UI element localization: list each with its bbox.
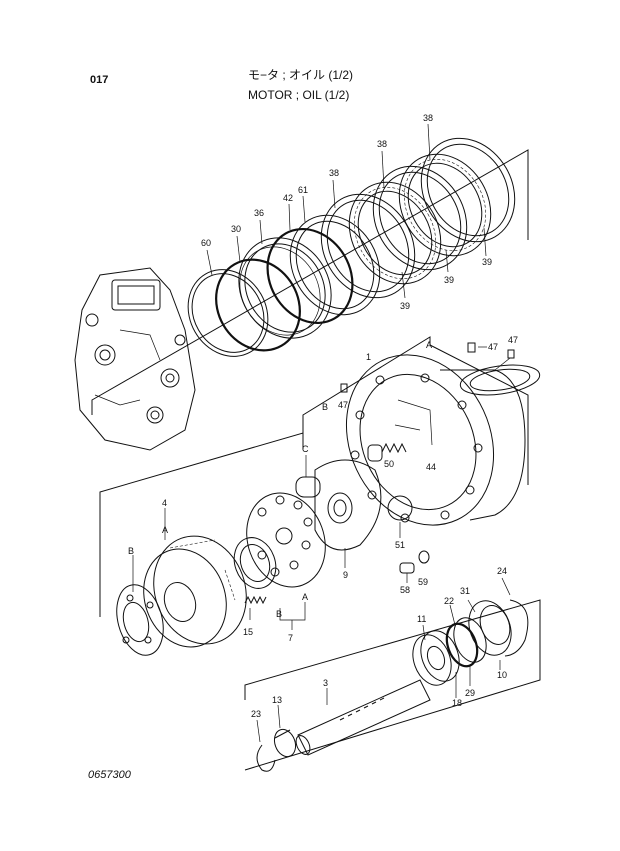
callout-c4: 4 — [162, 498, 167, 508]
callout-c44: 44 — [426, 462, 436, 472]
title-japanese: モ−タ ; オイル (1/2) — [248, 68, 354, 82]
callout-c18: 18 — [452, 698, 462, 708]
callout-c13: 13 — [272, 695, 282, 705]
spring-50 — [367, 442, 407, 462]
title-english: MOTOR ; OIL (1/2) — [248, 88, 350, 102]
callout-c36: 36 — [254, 208, 264, 218]
callout-cA2: A — [162, 525, 168, 535]
retainer-plate — [116, 584, 164, 656]
callout-c3: 3 — [323, 678, 328, 688]
callout-c1: 1 — [366, 352, 371, 362]
callout-c39a: 39 — [400, 301, 410, 311]
ring-42 — [266, 227, 354, 325]
callout-c15: 15 — [243, 627, 253, 637]
collar-13 — [273, 704, 297, 758]
bearing-11 — [412, 624, 460, 686]
callout-c7: 7 — [288, 633, 293, 643]
callout-cB3: B — [276, 609, 282, 619]
callout-c23: 23 — [251, 709, 261, 719]
callout-c60: 60 — [201, 238, 211, 248]
washer-ring — [233, 537, 277, 589]
callout-c42: 42 — [283, 193, 293, 203]
pins-47 — [340, 342, 515, 393]
callout-c29: 29 — [465, 688, 475, 698]
callout-c47b: 47 — [508, 335, 518, 345]
callout-c61: 61 — [298, 185, 308, 195]
shaft-3 — [295, 679, 431, 756]
ring-30 — [215, 258, 301, 352]
callout-c10: 10 — [497, 670, 507, 680]
snap-ring-23 — [256, 719, 276, 772]
callout-c51: 51 — [395, 540, 405, 550]
bracket-7 — [132, 508, 306, 630]
motor-housing — [74, 267, 196, 451]
ring-61 — [289, 214, 381, 316]
callout-c50: 50 — [384, 459, 394, 469]
plate-38-b — [372, 165, 468, 271]
callout-c22: 22 — [444, 596, 454, 606]
ring-leaders — [206, 123, 487, 299]
shaft-group-frame — [244, 599, 541, 771]
ring-group-frame — [91, 149, 529, 415]
cylinder-block-4 — [143, 535, 247, 648]
swash-plate-7 — [246, 492, 326, 588]
callout-cC1: C — [302, 444, 309, 454]
callout-c24: 24 — [497, 566, 507, 576]
callout-cA3: A — [302, 592, 308, 602]
callout-cB2: B — [128, 546, 134, 556]
callout-c39b: 39 — [444, 275, 454, 285]
plate-38-c — [420, 137, 516, 243]
middle-group-frame — [302, 336, 529, 485]
ring-60 — [187, 269, 269, 357]
callout-c38b: 38 — [377, 139, 387, 149]
disc-39-b — [398, 153, 492, 257]
spring-15 — [244, 595, 267, 620]
callout-c38c: 38 — [329, 168, 339, 178]
lower-group-frame — [99, 432, 304, 617]
oil-seal-31-10 — [467, 577, 529, 670]
valve-plate-9 — [314, 459, 382, 568]
figure-number: 0657300 — [88, 769, 131, 781]
plate-38-a — [320, 193, 416, 299]
callout-c58: 58 — [400, 585, 410, 595]
plug-58-oring-59 — [399, 550, 430, 583]
callout-c11: 11 — [417, 614, 426, 624]
callout-c9: 9 — [343, 570, 348, 580]
callout-c47c: 47 — [338, 400, 348, 410]
page-number: 017 — [90, 74, 109, 86]
disc-39-a — [348, 181, 442, 285]
callout-c59: 59 — [418, 577, 428, 587]
callout-c47a: 47 — [488, 342, 498, 352]
callout-cA1: A — [426, 340, 432, 350]
callout-c38a: 38 — [423, 113, 433, 123]
ball-51 — [387, 495, 413, 538]
callout-c31: 31 — [460, 586, 470, 596]
callout-cB1: B — [322, 402, 328, 412]
pin-c — [295, 455, 321, 498]
callout-c30: 30 — [231, 224, 241, 234]
callout-c39c: 39 — [482, 257, 492, 267]
ring-36 — [238, 237, 332, 339]
motor-case — [345, 354, 541, 526]
